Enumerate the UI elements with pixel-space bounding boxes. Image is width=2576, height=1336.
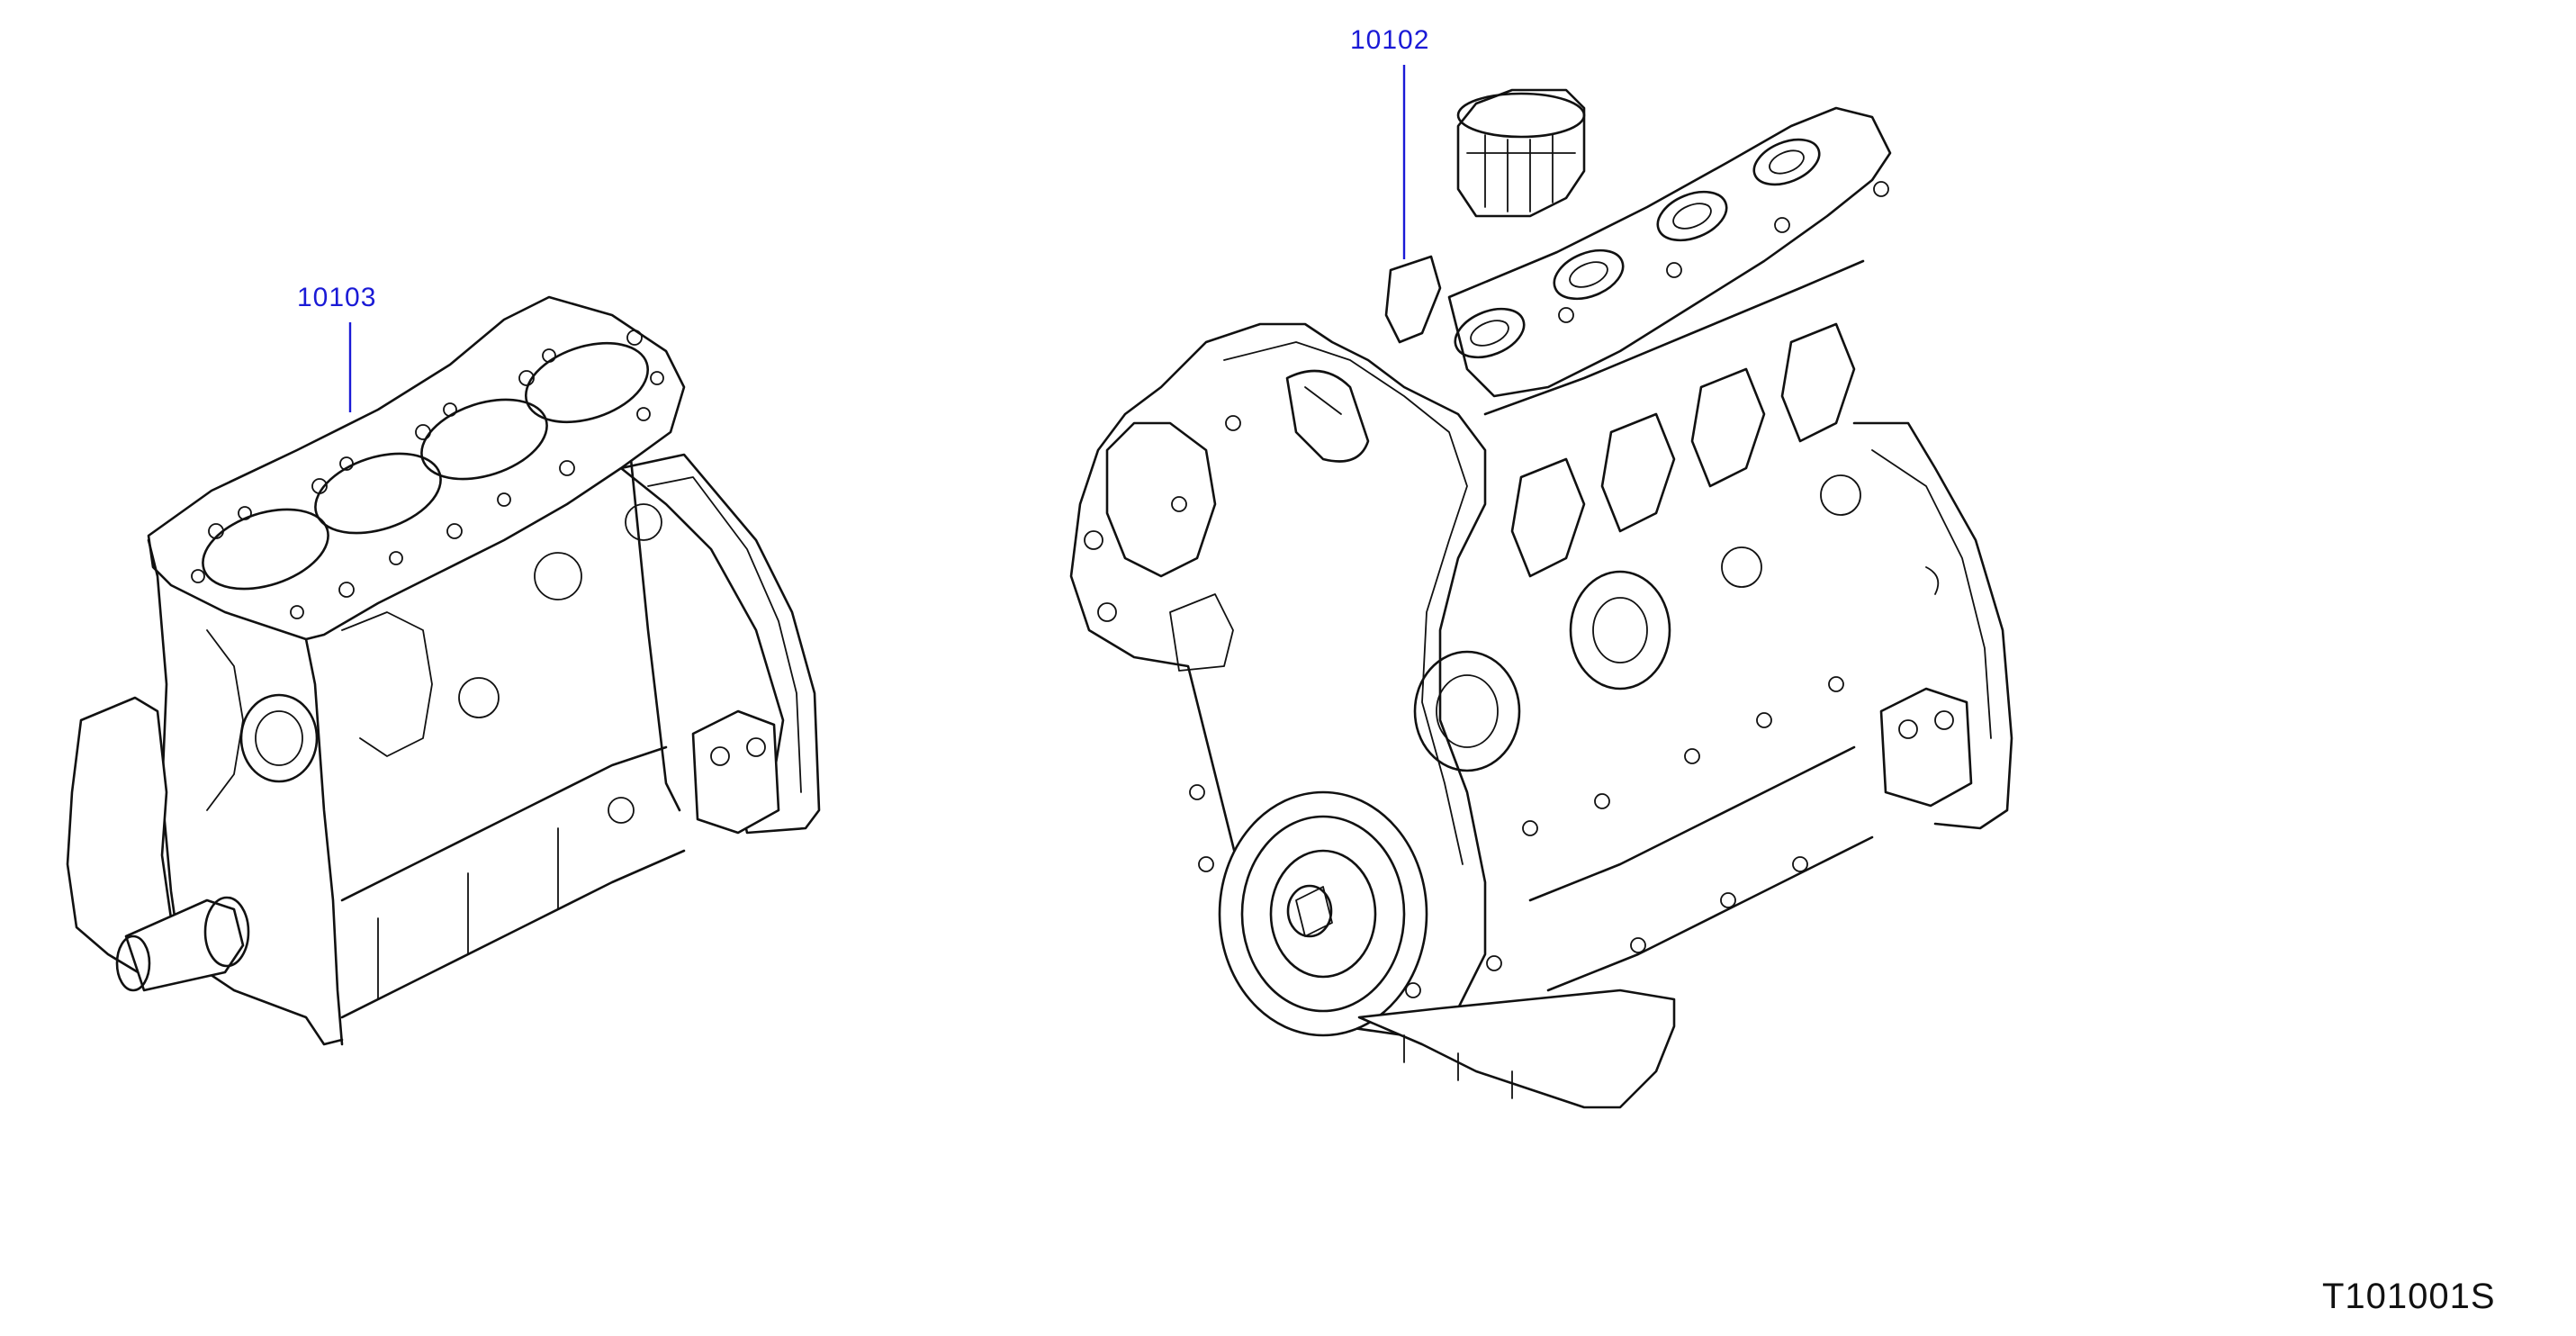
short-block-drawing [66, 295, 821, 1046]
diagram-code-label: T101001S [2322, 1277, 2496, 1316]
callout-label-10102[interactable]: 10102 [1350, 25, 1430, 55]
callout-label-10103[interactable]: 10103 [297, 283, 377, 312]
bare-engine-drawing [1069, 88, 2013, 1109]
